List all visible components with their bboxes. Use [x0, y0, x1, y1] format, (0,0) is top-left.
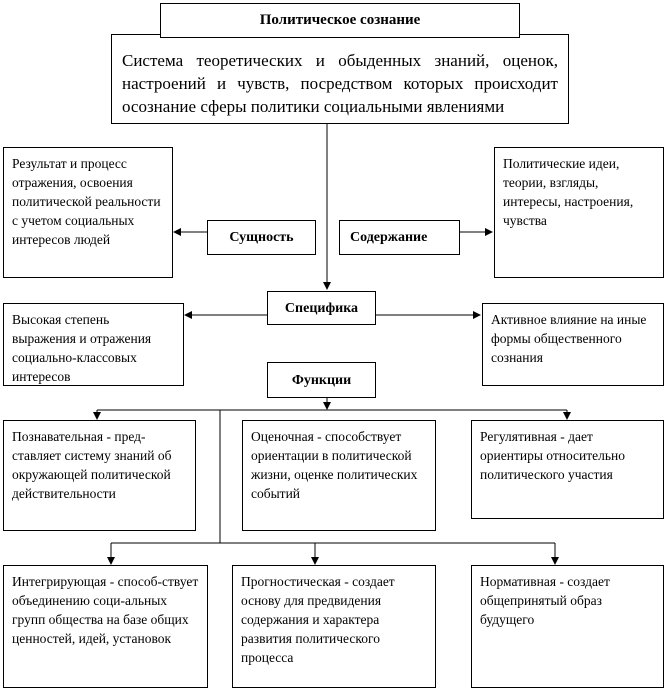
function-prognostic: Прогностическая - создает основу для пре…: [232, 565, 436, 688]
content-text-box: Политические идеи, теории, взгляды, инте…: [494, 147, 664, 278]
specifics-right-box: Активное влияние на иные формы обществен…: [482, 303, 664, 386]
function-cognitive: Познавательная - пред-ставляет систему з…: [3, 420, 196, 531]
specifics-left-box: Высокая степень выражения и отражения со…: [3, 303, 184, 386]
essence-text-box: Результат и процесс отражения, освоения …: [3, 147, 173, 278]
function-normative: Нормативная - создает общепринятый образ…: [471, 565, 664, 688]
functions-box: Функции: [267, 362, 376, 398]
essence-box: Сущность: [207, 220, 316, 255]
function-integrative: Интегрирующая - способ-ствует объединени…: [3, 565, 208, 688]
content-box: Содержание: [339, 220, 460, 255]
specifics-box: Специфика: [267, 291, 376, 325]
definition-box: Система теоретических и обыденных знаний…: [111, 34, 569, 124]
function-evaluative: Оценочная - способствует ориентации в по…: [242, 420, 436, 531]
function-regulative: Регулятивная - дает ориентиры относитель…: [471, 420, 664, 519]
title-box: Политическое сознание: [160, 3, 520, 38]
